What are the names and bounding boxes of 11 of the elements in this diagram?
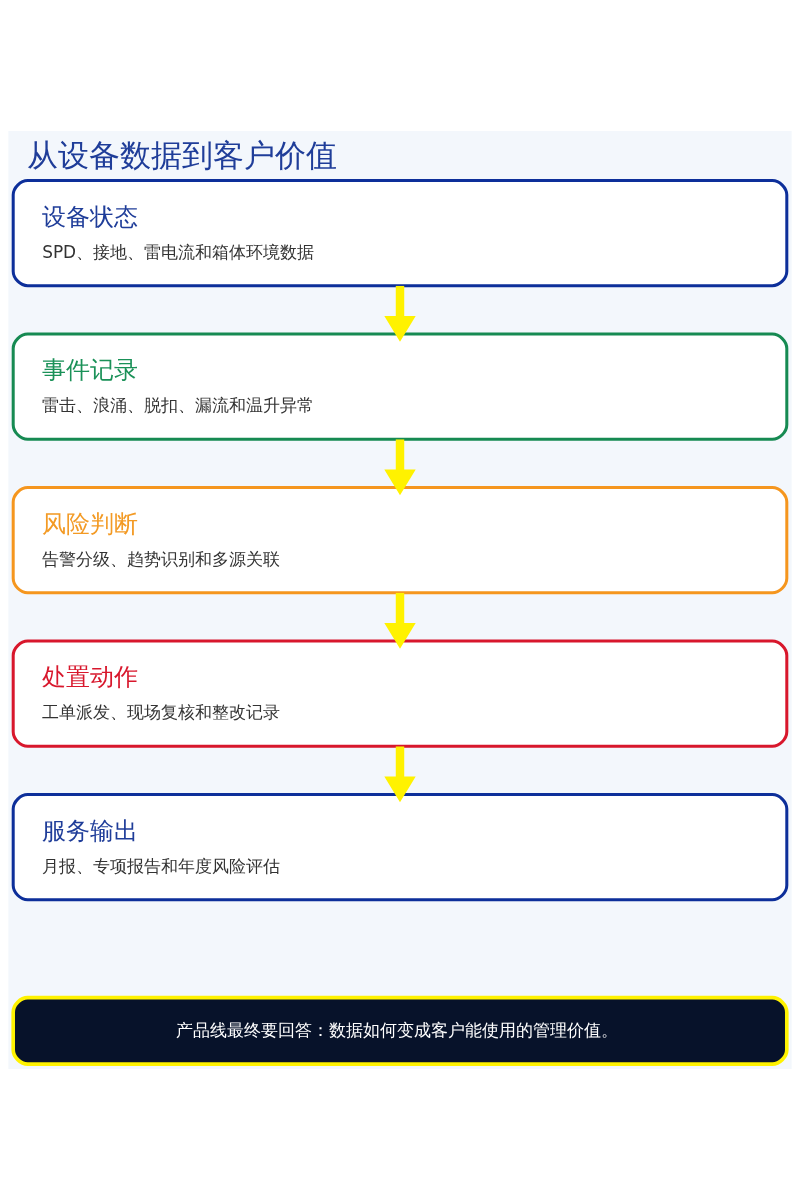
arrow	[384, 285, 416, 342]
node-box: 设备状态 SPD、接地、雷电流和箱体环境数据	[11, 179, 789, 288]
node-box: 产品线最终要回答：数据如何变成客户能使用的管理价值。	[11, 995, 789, 1066]
node-box: 处置动作 工单派发、现场复核和整改记录	[11, 639, 789, 748]
arrow	[384, 439, 416, 496]
arrow	[384, 592, 416, 649]
diagram-title: 从设备数据到客户价值	[26, 136, 337, 173]
node-box: 服务输出 月报、专项报告和年度风险评估	[11, 793, 789, 902]
node-box: 风险判断 告警分级、趋势识别和多源关联	[11, 486, 789, 595]
node-box: 事件记录 雷击、浪涌、脱扣、漏流和温升异常	[11, 332, 789, 441]
arrow	[384, 746, 416, 803]
